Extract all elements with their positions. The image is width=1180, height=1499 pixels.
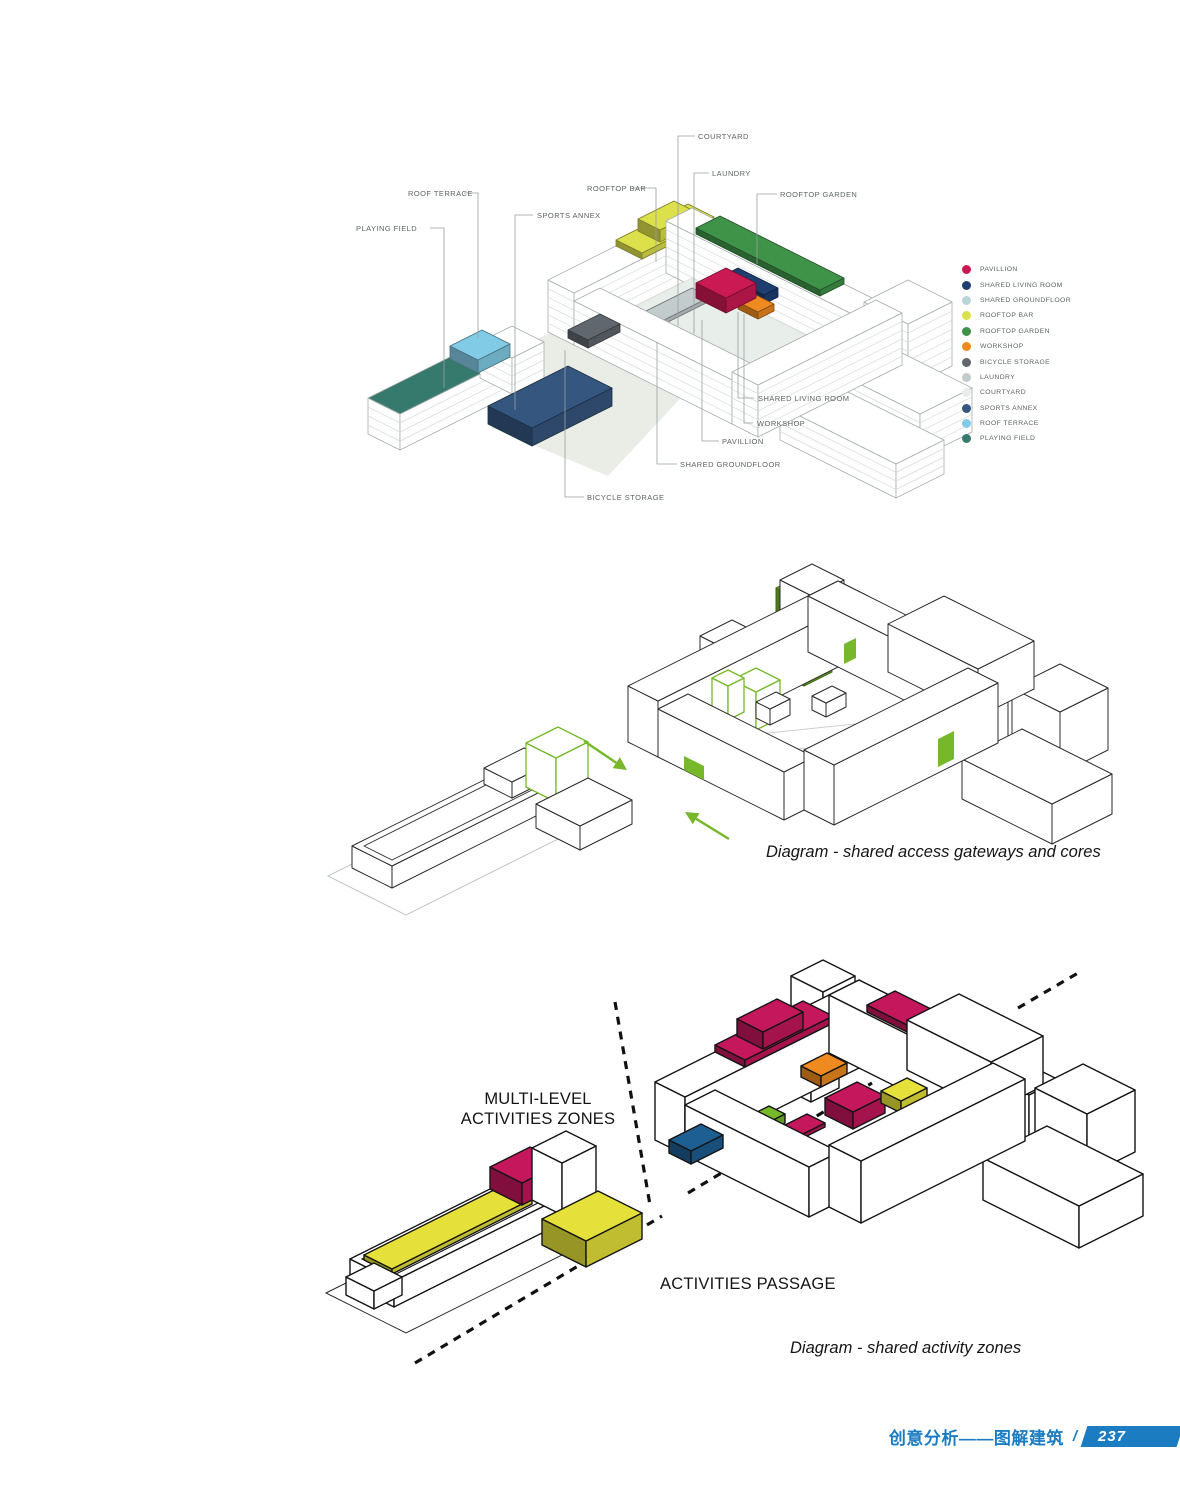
legend-color-dot [962, 357, 971, 367]
legend-item: PLAYING FIELD [962, 431, 1071, 446]
label-multi-level-line1: MULTI-LEVEL [484, 1090, 592, 1108]
legend-item-label: ROOFTOP BAR [980, 312, 1034, 320]
top-diagram-shared-amenities [367, 135, 973, 499]
legend-item: SHARED GROUNDFLOOR [962, 293, 1071, 308]
label-courtyard: COURTYARD [698, 132, 749, 141]
legend-color-dot [962, 403, 971, 413]
sports-annex-box [487, 365, 613, 447]
label-rooftop-bar: ROOFTOP BAR [587, 184, 647, 193]
activity-orange-box [800, 1052, 848, 1088]
legend-item-label: PLAYING FIELD [980, 435, 1036, 443]
legend-color-dot [962, 342, 971, 352]
legend-item-label: LAUNDRY [980, 373, 1016, 381]
legend-color-dot [962, 295, 971, 305]
legend-color-dot [962, 265, 971, 275]
caption-shared-access: Diagram - shared access gateways and cor… [766, 843, 1101, 861]
legend-item-label: ROOFTOP GARDEN [980, 327, 1050, 335]
legend-item: ROOFTOP BAR [962, 308, 1071, 323]
legend-item-label: SPORTS ANNEX [980, 404, 1038, 412]
legend-item-label: SHARED GROUNDFLOOR [980, 296, 1072, 304]
label-bicycle-storage: BICYCLE STORAGE [587, 493, 665, 502]
caption-shared-activity-zones: Diagram - shared activity zones [790, 1339, 1022, 1357]
access-gateway [938, 731, 954, 767]
label-sports-annex: SPORTS ANNEX [537, 211, 601, 220]
pavillion-box [695, 267, 757, 314]
legend-item: WORKSHOP [962, 339, 1071, 354]
detached-pavilion-volume [535, 777, 633, 851]
legend-item: SHARED LIVING ROOM [962, 277, 1071, 292]
roof-terrace-box [449, 329, 511, 374]
label-workshop: WORKSHOP [757, 419, 806, 428]
legend-item: SPORTS ANNEX [962, 401, 1071, 416]
activity-blue-base [668, 1123, 724, 1165]
label-multi-level-line2: ACTIVITIES ZONES [460, 1110, 616, 1128]
legend-item-label: ROOF TERRACE [980, 420, 1039, 428]
bicycle-storage-strip [567, 313, 621, 349]
label-shared-living-room: SHARED LIVING ROOM [758, 394, 850, 403]
legend-color-dot [962, 388, 971, 398]
zones-left-building [324, 1130, 643, 1334]
middle-diagram-shared-access [326, 563, 1113, 916]
access-left-building [326, 726, 633, 916]
legend-color-dot [962, 280, 971, 290]
legend-item-label: COURTYARD [980, 389, 1027, 397]
legend-item: COURTYARD [962, 385, 1071, 400]
label-multi-level-activities-zones: MULTI-LEVEL ACTIVITIES ZONES [448, 1089, 628, 1129]
legend-item: LAUNDRY [962, 370, 1071, 385]
access-arrow [583, 740, 627, 770]
legend-color-dot [962, 419, 971, 429]
legend-color-dot [962, 434, 971, 444]
legend-item-label: BICYCLE STORAGE [980, 358, 1051, 366]
callout-leader-lines [430, 135, 777, 498]
label-laundry: LAUNDRY [712, 169, 751, 178]
label-pavillion: PAVILLION [722, 437, 764, 446]
label-shared-groundfloor: SHARED GROUNDFLOOR [680, 460, 781, 469]
footer-separator: / [1072, 1428, 1077, 1445]
access-gateway [684, 756, 704, 780]
legend-item: ROOF TERRACE [962, 416, 1071, 431]
legend-color-dot [962, 372, 971, 382]
page-number-box: 237 [1080, 1426, 1180, 1447]
legend-item-label: PAVILLION [980, 266, 1018, 274]
label-roof-terrace: ROOF TERRACE [408, 189, 473, 198]
rooftop-garden-slab [695, 215, 845, 297]
footer-book-title: 创意分析——图解建筑 [888, 1429, 1064, 1448]
legend-color-dot [962, 311, 971, 321]
legend-item: ROOFTOP GARDEN [962, 324, 1071, 339]
activity-pavilion-yellow [541, 1190, 643, 1268]
legend-item-label: WORKSHOP [980, 343, 1024, 351]
label-playing-field: PLAYING FIELD [356, 224, 418, 233]
legend-item: BICYCLE STORAGE [962, 354, 1071, 369]
label-activities-passage: ACTIVITIES PASSAGE [660, 1275, 836, 1293]
page-footer: 创意分析——图解建筑 / 237 [840, 1425, 1180, 1448]
page-number: 237 [1098, 1428, 1127, 1445]
label-rooftop-garden: ROOFTOP GARDEN [780, 190, 858, 199]
access-gateway [844, 638, 856, 664]
access-arrow [685, 812, 730, 841]
bottom-diagram-activity-zones [324, 959, 1144, 1365]
legend-color-dot [962, 326, 971, 336]
legend-item-label: SHARED LIVING ROOM [980, 281, 1063, 289]
legend-item: PAVILLION [962, 262, 1071, 277]
legend: PAVILLION SHARED LIVING ROOM SHARED GROU… [962, 262, 1071, 447]
